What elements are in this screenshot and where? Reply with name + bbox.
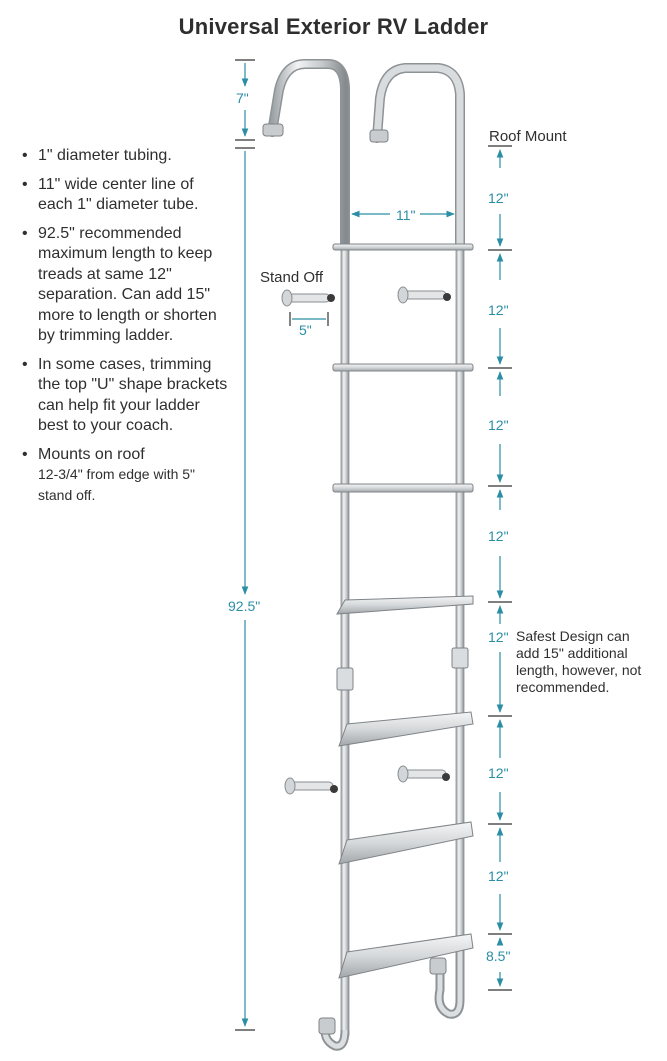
tread bbox=[332, 483, 474, 493]
dim-tread-spacing-3: 12" bbox=[488, 417, 509, 433]
tread bbox=[332, 243, 474, 251]
tread bbox=[336, 595, 474, 615]
feature-item: 11" wide center line of each 1" diameter… bbox=[18, 175, 228, 216]
stand-off-mount-lower-left bbox=[284, 777, 338, 795]
dim-width: 11" bbox=[393, 207, 419, 223]
feature-item: In some cases, trimming the top "U" shap… bbox=[18, 355, 228, 437]
bottom-hooks bbox=[318, 940, 465, 1051]
dimension-lines bbox=[235, 59, 512, 1031]
diagram-title: Universal Exterior RV Ladder bbox=[178, 14, 489, 39]
stand-off-label: Stand Off bbox=[260, 269, 324, 286]
dim-tread-spacing-1: 12" bbox=[488, 190, 509, 206]
tread bbox=[338, 933, 474, 979]
dim-overall-length: 92.5" bbox=[226, 598, 263, 614]
dim-tread-spacing-2: 12" bbox=[488, 302, 509, 318]
dim-tread-spacing-5: 12" bbox=[488, 629, 509, 645]
feature-item: 92.5" recommended maximum length to keep… bbox=[18, 224, 228, 347]
dim-top-bracket: 7" bbox=[236, 90, 249, 106]
ladder-treads bbox=[332, 243, 474, 979]
top-u-brackets bbox=[262, 59, 465, 253]
dim-bottom: 8.5" bbox=[486, 948, 511, 964]
safest-design-note: Safest Design can add 15" additional len… bbox=[516, 628, 642, 695]
stand-off-mount-lower-right bbox=[397, 765, 450, 783]
stand-off-mount-upper-left bbox=[281, 289, 335, 307]
dim-tread-spacing-4: 12" bbox=[488, 528, 509, 544]
feature-list: 1" diameter tubing. 11" wide center line… bbox=[18, 146, 228, 514]
roof-mount-label: Roof Mount bbox=[489, 128, 567, 145]
mounting-line-2: 12-3/4" from edge with 5" stand off. bbox=[38, 466, 196, 503]
dim-stand-off: 5" bbox=[299, 322, 312, 338]
dim-tread-spacing-6: 12" bbox=[488, 765, 509, 781]
dim-tread-spacing-7: 12" bbox=[488, 868, 509, 884]
feature-item-mounting: Mounts on roof 12-3/4" from edge with 5"… bbox=[18, 445, 228, 507]
feature-item: 1" diameter tubing. bbox=[18, 146, 228, 167]
stand-off-mounts bbox=[281, 286, 451, 795]
tread bbox=[338, 711, 474, 747]
tread bbox=[338, 821, 474, 865]
tread bbox=[332, 363, 474, 372]
mounting-line-1: Mounts on roof bbox=[38, 445, 145, 463]
stand-off-mount-upper-right bbox=[397, 286, 451, 304]
